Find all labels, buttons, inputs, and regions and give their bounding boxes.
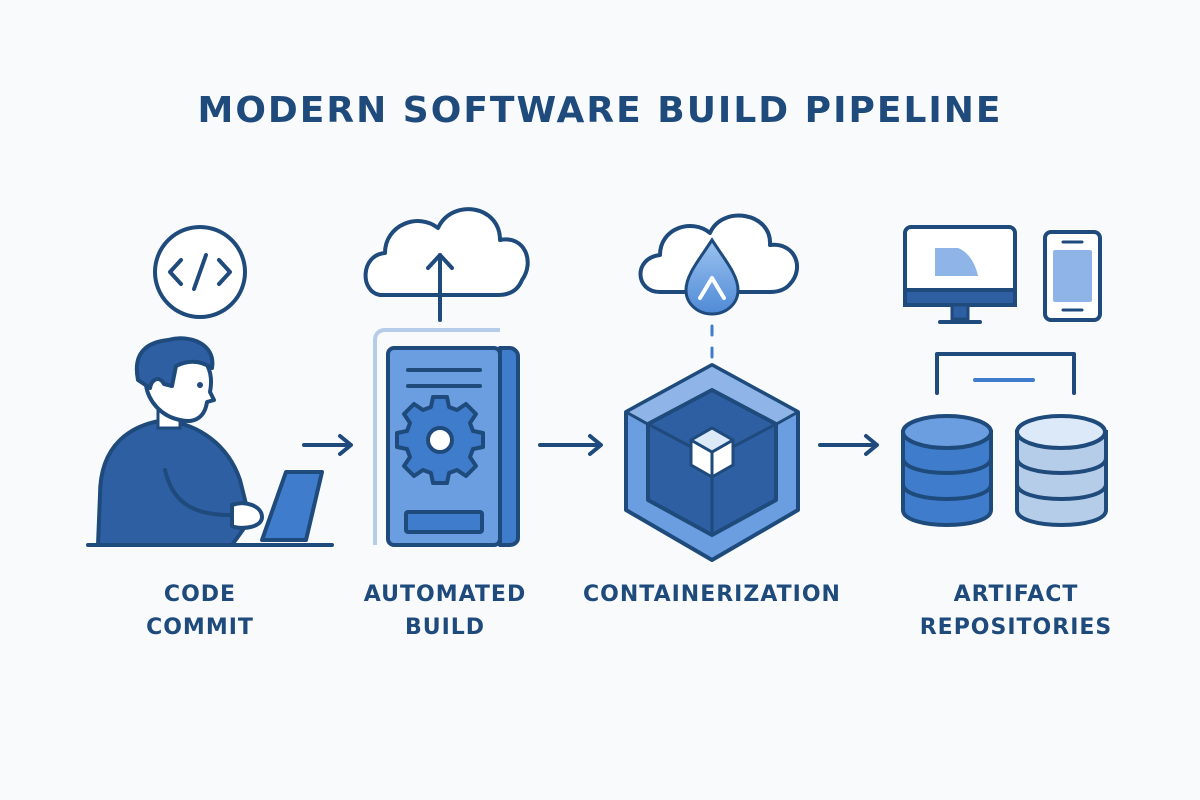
database-icon: [901, 414, 993, 527]
cloud-upload-icon: [363, 207, 530, 322]
stage-label-line2: REPOSITORIES: [919, 615, 1113, 640]
page-title: MODERN SOFTWARE BUILD PIPELINE: [197, 90, 1003, 131]
stage-label-line1: AUTOMATED: [363, 582, 527, 607]
stage-label-automated-build: AUTOMATED BUILD: [345, 578, 545, 644]
droplet-icon: [684, 237, 740, 316]
arrow-right-icon: [302, 434, 353, 456]
stage-label-containerization: CONTAINERIZATION: [572, 578, 852, 611]
stage-label-artifact-repositories: ARTIFACT REPOSITORIES: [906, 578, 1126, 644]
stage-label-line2: COMMIT: [146, 615, 254, 640]
arrow-right-icon: [538, 434, 603, 456]
developer-icon: [96, 336, 264, 547]
build-server-icon: [373, 328, 520, 547]
container-cube-icon: [624, 363, 800, 562]
mobile-phone-icon: [1043, 230, 1102, 322]
arrow-right-icon: [818, 434, 879, 456]
connector-lines: [935, 352, 1076, 395]
stage-label-code-commit: CODE COMMIT: [100, 578, 300, 644]
stage-label-line1: ARTIFACT: [953, 582, 1079, 607]
code-icon: [153, 225, 247, 319]
stage-label-line1: CONTAINERIZATION: [583, 582, 841, 607]
stage-label-line2: BUILD: [404, 615, 486, 640]
laptop-icon: [86, 470, 334, 547]
monitor-icon: [903, 225, 1017, 324]
stage-label-line1: CODE: [163, 582, 237, 607]
gear-icon: [395, 395, 485, 485]
database-icon: [1015, 414, 1108, 527]
